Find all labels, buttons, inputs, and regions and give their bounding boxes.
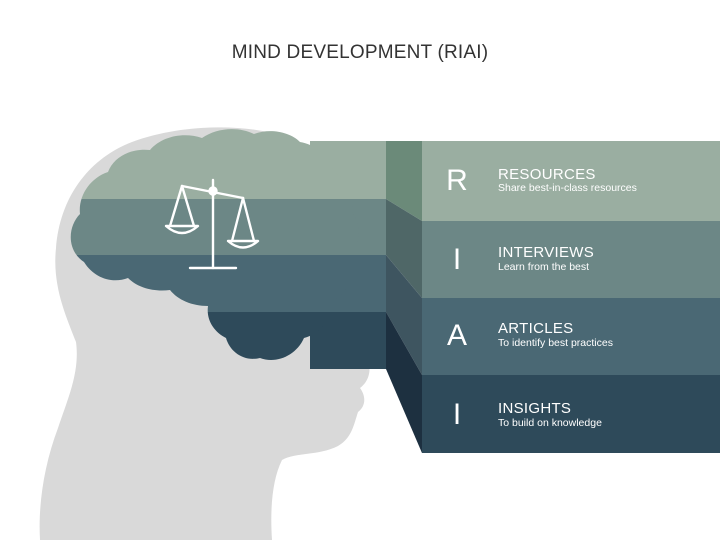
row-letter-a: A: [432, 321, 482, 351]
row-letter-r: R: [432, 166, 482, 196]
row-description-insights: To build on knowledge: [498, 417, 602, 429]
row-heading-interviews: INTERVIEWS: [498, 244, 594, 261]
row-heading-articles: ARTICLES: [498, 320, 573, 337]
row-heading-resources: RESOURCES: [498, 166, 596, 183]
row-heading-insights: INSIGHTS: [498, 400, 571, 417]
row-letter-i: I: [432, 245, 482, 275]
row-description-articles: To identify best practices: [498, 337, 613, 349]
row-description-interviews: Learn from the best: [498, 261, 589, 273]
row-letter-i-2: I: [432, 400, 482, 430]
row-description-resources: Share best-in-class resources: [498, 182, 637, 194]
